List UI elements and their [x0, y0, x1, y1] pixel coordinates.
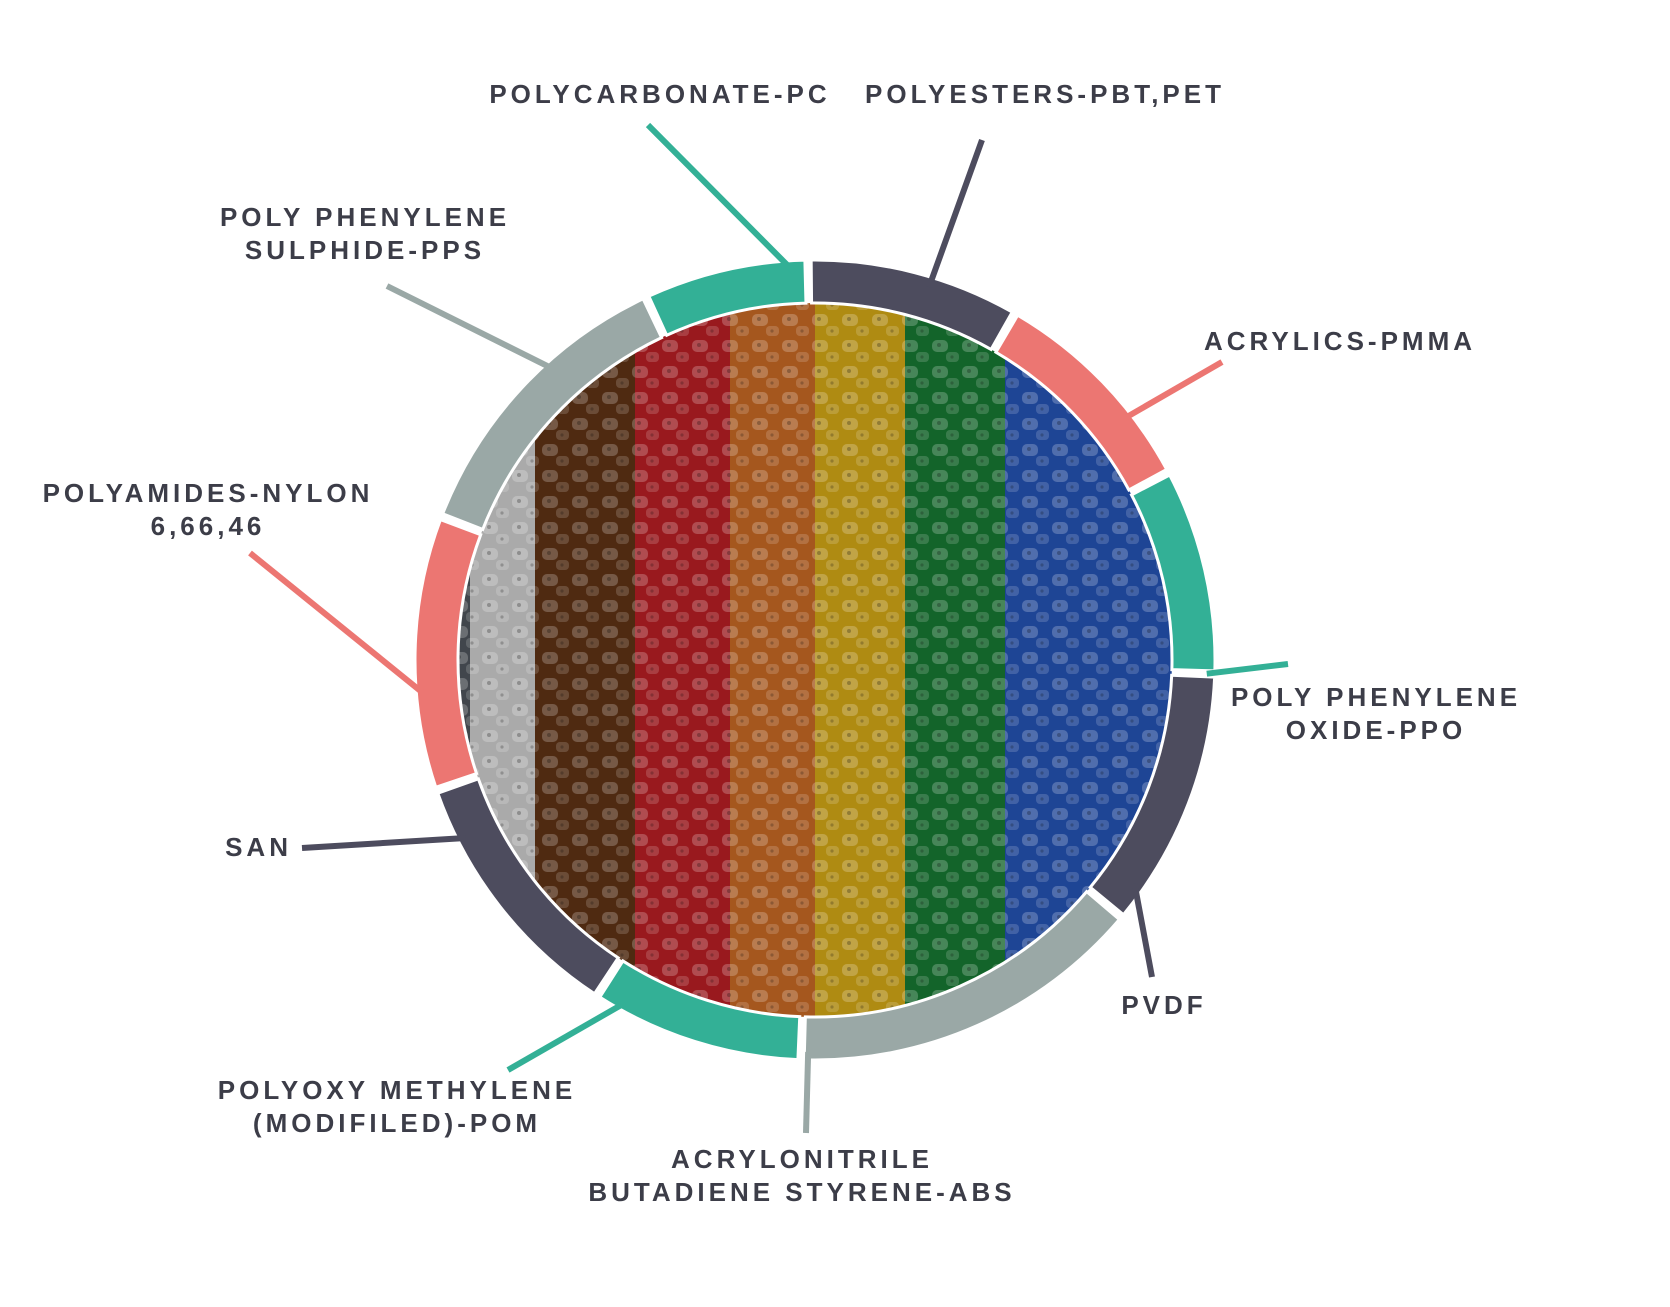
leader-line-san: [301, 834, 466, 851]
label-line: POLYESTERS-PBT,PET: [865, 79, 1225, 109]
label-line: 6,66,46: [151, 511, 266, 541]
ring-segment-pom: [597, 958, 802, 1062]
label-line: (MODIFILED)-POM: [253, 1108, 541, 1138]
leader-line-polyesters-pbt-pet: [926, 138, 985, 289]
ring-segment-abs: [802, 889, 1122, 1062]
label-polyesters-pbt-pet: POLYESTERS-PBT,PET: [865, 79, 1225, 109]
ring-segment-polyesters-pbt-pet: [809, 258, 1015, 352]
label-line: SAN: [225, 832, 292, 862]
ring-segment-san: [435, 776, 621, 996]
label-pvdf: PVDF: [1121, 990, 1206, 1020]
label-pom: POLYOXY METHYLENE(MODIFILED)-POM: [218, 1075, 576, 1138]
leader-line-polycarbonate-pc: [645, 122, 797, 275]
leader-lines: [248, 122, 1289, 1134]
leader-line-abs: [803, 1051, 812, 1134]
material-labels: POLYCARBONATE-PC POLYESTERS-PBT,PET ACRYLI…: [43, 79, 1521, 1207]
label-line: POLY PHENYLENE: [1231, 682, 1521, 712]
label-line: OXIDE-PPO: [1286, 715, 1466, 745]
ring-segment-polycarbonate-pc: [646, 258, 808, 338]
label-polycarbonate-pc: POLYCARBONATE-PC: [489, 79, 830, 109]
leader-line-pom: [506, 1000, 627, 1073]
leader-line-polyamides-nylon: [248, 550, 427, 697]
label-line: ACRYLONITRILE: [671, 1144, 933, 1174]
label-acrylics-pmma: ACRYLICS-PMMA: [1204, 326, 1476, 356]
label-line: POLYCARBONATE-PC: [489, 79, 830, 109]
leader-line-pvdf: [1131, 883, 1155, 978]
ring-segment-pvdf: [1088, 673, 1217, 917]
pellet-texture: [458, 303, 1172, 1017]
leader-line-acrylics-pmma: [1122, 359, 1224, 422]
label-line: PVDF: [1121, 990, 1206, 1020]
ring-segment-acrylics-pmma: [993, 313, 1169, 492]
leader-line-poly-phenylene-oxide: [1206, 661, 1289, 677]
label-san: SAN: [225, 832, 292, 862]
label-line: POLYOXY METHYLENE: [218, 1075, 576, 1105]
ring-segment-polyamides-nylon: [413, 517, 483, 790]
label-line: ACRYLICS-PMMA: [1204, 326, 1476, 356]
ring-segment-poly-phenylene-oxide: [1129, 472, 1217, 673]
material-ring: [413, 258, 1217, 1062]
label-line: BUTADIENE STYRENE-ABS: [588, 1177, 1015, 1207]
label-line: POLYAMIDES-NYLON: [43, 478, 374, 508]
leader-line-pps: [385, 283, 555, 372]
ring-segment-pps: [440, 296, 664, 532]
label-line: SULPHIDE-PPS: [245, 235, 485, 265]
label-line: POLY PHENYLENE: [220, 202, 510, 232]
